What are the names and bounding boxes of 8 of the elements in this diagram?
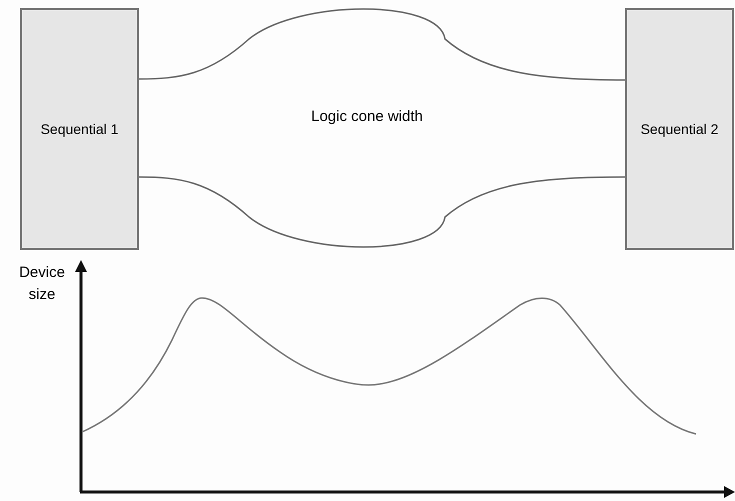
axis-label: Device size bbox=[18, 263, 66, 305]
block-label: Sequential 2 bbox=[640, 120, 718, 139]
sequential-block bbox=[20, 8, 139, 250]
cone-outline-curve bbox=[139, 8, 625, 81]
sequential-block bbox=[625, 8, 734, 250]
block-label: Sequential 1 bbox=[40, 120, 118, 139]
cone-outline-curve bbox=[139, 176, 625, 248]
cone-label: Logic cone width bbox=[310, 107, 424, 127]
